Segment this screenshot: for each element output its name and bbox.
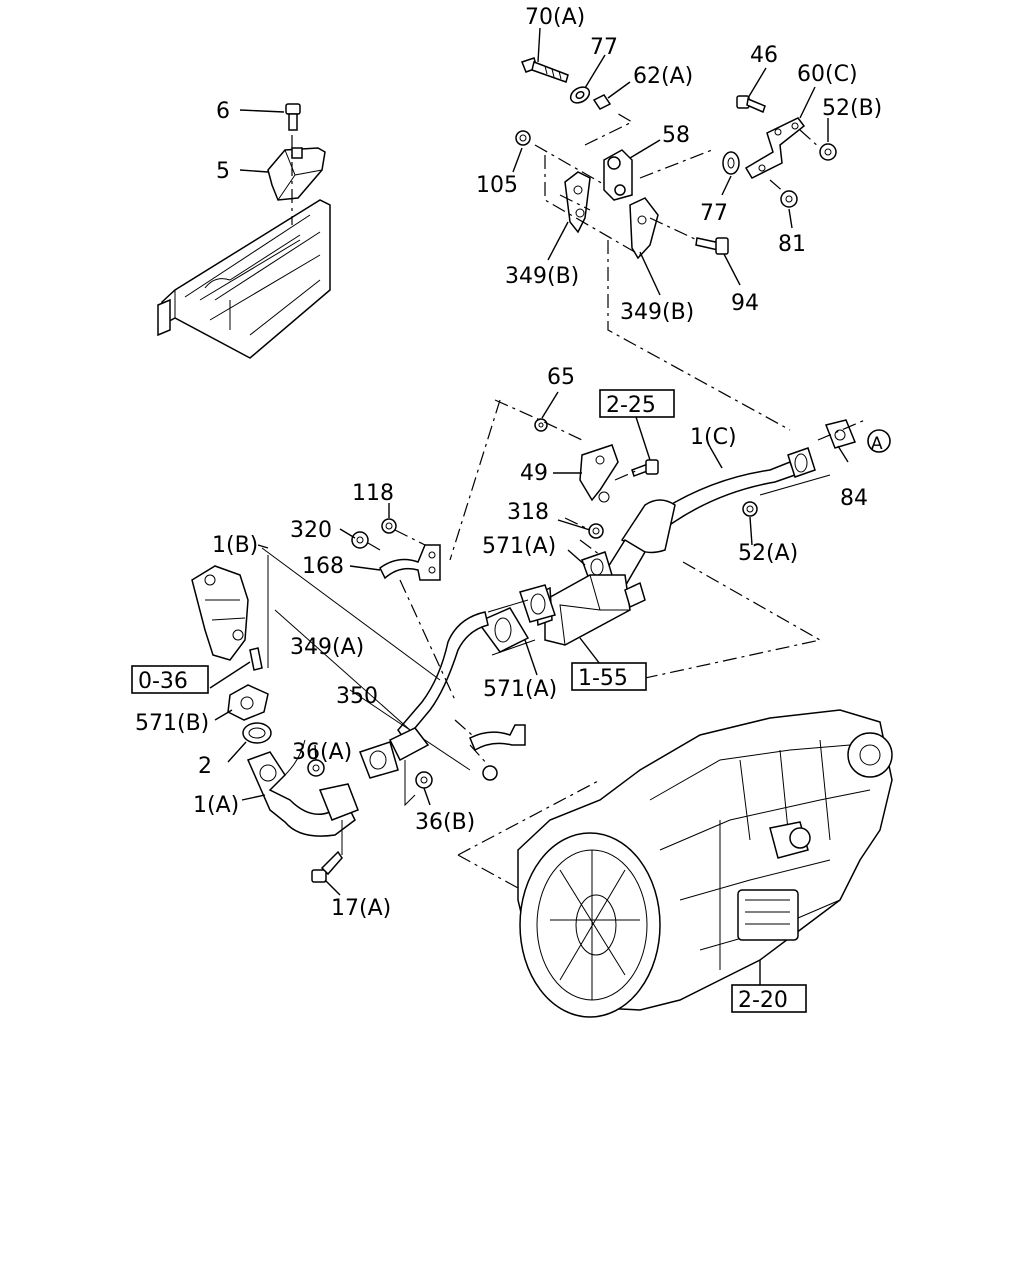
bolt-17a bbox=[311, 850, 343, 883]
label-36b: 36(B) bbox=[415, 810, 475, 835]
bracket-349b-right bbox=[629, 197, 659, 260]
label-571b: 571(B) bbox=[135, 711, 209, 736]
ref-box-0-36[interactable] bbox=[131, 665, 209, 694]
label-571a-upper: 571(A) bbox=[482, 534, 556, 559]
hanger-58 bbox=[603, 149, 633, 201]
label-84: 84 bbox=[840, 486, 868, 511]
pipe-flange-mid bbox=[359, 727, 430, 779]
bushing-77-right bbox=[722, 151, 740, 175]
nut-52a bbox=[742, 501, 758, 517]
bushing-77-top bbox=[569, 86, 591, 104]
flange-84 bbox=[824, 419, 857, 449]
ref-1-55[interactable]: 1-55 bbox=[578, 666, 628, 691]
clamp-350 bbox=[469, 724, 526, 781]
bracket-49 bbox=[579, 444, 619, 503]
label-318: 318 bbox=[507, 500, 549, 525]
gasket-571a-lower bbox=[476, 607, 530, 653]
nut-36a bbox=[307, 759, 325, 777]
nut-81 bbox=[780, 190, 798, 208]
label-349a: 349(A) bbox=[290, 635, 364, 660]
nut-36b bbox=[415, 771, 433, 789]
label-77-right: 77 bbox=[700, 201, 728, 226]
label-105: 105 bbox=[476, 173, 518, 198]
gasket-2 bbox=[242, 722, 272, 744]
label-36a: 36(A) bbox=[292, 740, 352, 765]
label-77-top: 77 bbox=[590, 35, 618, 60]
collar-62a bbox=[592, 94, 612, 110]
nut-52b bbox=[819, 143, 837, 161]
bolt-70a bbox=[521, 57, 569, 83]
clamp-168 bbox=[379, 544, 441, 581]
leader-lines bbox=[209, 27, 849, 985]
label-571a-lower: 571(A) bbox=[483, 677, 557, 702]
label-6: 6 bbox=[216, 99, 230, 124]
washer-65 bbox=[534, 418, 548, 432]
label-17a: 17(A) bbox=[331, 896, 391, 921]
label-350: 350 bbox=[336, 684, 378, 709]
label-70a: 70(A) bbox=[525, 5, 585, 30]
bolt-46 bbox=[736, 95, 766, 114]
label-1b: 1(B) bbox=[212, 533, 258, 558]
ref-2-20[interactable]: 2-20 bbox=[738, 988, 788, 1013]
label-5: 5 bbox=[216, 159, 230, 184]
label-81: 81 bbox=[778, 232, 806, 257]
label-94: 94 bbox=[731, 291, 759, 316]
tail-pipe-1c bbox=[598, 461, 796, 597]
pipe-end-flange bbox=[787, 447, 816, 478]
bracket-5 bbox=[267, 147, 326, 201]
callout-circle-a bbox=[867, 429, 891, 453]
nut-320 bbox=[351, 531, 369, 549]
label-349b-left: 349(B) bbox=[505, 264, 579, 289]
label-118: 118 bbox=[352, 481, 394, 506]
label-320: 320 bbox=[290, 518, 332, 543]
exhaust-manifold bbox=[191, 565, 249, 661]
front-pipe-1a bbox=[246, 739, 359, 837]
nut-105 bbox=[515, 130, 531, 146]
ref-0-36[interactable]: 0-36 bbox=[138, 669, 188, 694]
label-349b-right: 349(B) bbox=[620, 300, 694, 325]
label-1a: 1(A) bbox=[193, 793, 239, 818]
label-2: 2 bbox=[198, 754, 212, 779]
ref-box-2-20[interactable] bbox=[731, 984, 807, 1013]
frame-crossmember bbox=[157, 199, 331, 359]
ref-box-2-25[interactable] bbox=[599, 389, 675, 418]
label-65: 65 bbox=[547, 365, 575, 390]
label-a: A bbox=[871, 434, 883, 454]
gasket-571b bbox=[227, 684, 269, 721]
nut-118 bbox=[381, 518, 397, 534]
ref-box-1-55[interactable] bbox=[571, 662, 647, 691]
bolt-6 bbox=[285, 103, 301, 131]
ref-2-25[interactable]: 2-25 bbox=[606, 393, 656, 418]
bolt-near-49 bbox=[631, 459, 659, 477]
plate-60c bbox=[744, 117, 806, 179]
nut-318 bbox=[588, 523, 604, 539]
label-1c: 1(C) bbox=[690, 425, 737, 450]
label-60c: 60(C) bbox=[797, 62, 858, 87]
label-52b: 52(B) bbox=[822, 96, 882, 121]
label-52a: 52(A) bbox=[738, 541, 798, 566]
label-168: 168 bbox=[302, 554, 344, 579]
label-62a: 62(A) bbox=[633, 64, 693, 89]
front-pipe-1b bbox=[397, 611, 489, 742]
label-46: 46 bbox=[750, 43, 778, 68]
transmission-assembly bbox=[517, 709, 893, 1018]
label-49: 49 bbox=[520, 461, 548, 486]
bolt-94 bbox=[695, 237, 729, 255]
flange-gasket-mid bbox=[519, 584, 556, 623]
bracket-349b-left bbox=[564, 171, 591, 234]
label-58: 58 bbox=[662, 123, 690, 148]
